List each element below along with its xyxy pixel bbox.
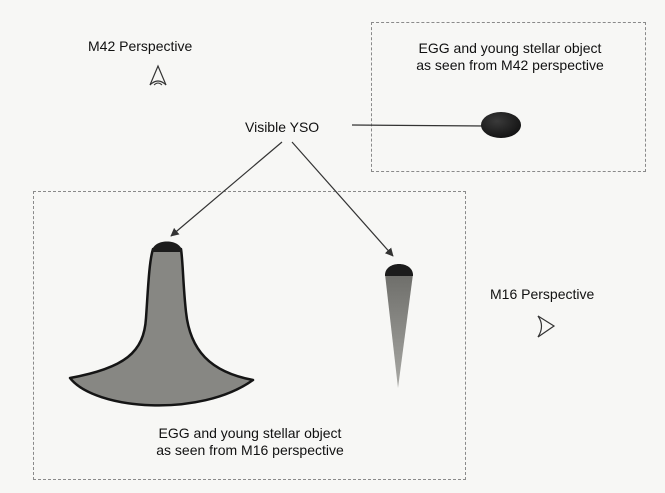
arrow-to-egg-small: [291, 141, 394, 257]
egg-cone-small: [385, 274, 413, 388]
m16-box-caption-line1: EGG and young stellar object: [158, 425, 342, 441]
egg-column-large: [68, 247, 255, 407]
m16-view-box: [33, 191, 466, 480]
yso-blob-m42-view: [481, 112, 521, 138]
m16-box-caption: EGG and young stellar object as seen fro…: [100, 425, 400, 459]
m16-perspective-label: M16 Perspective: [490, 286, 595, 302]
m42-perspective-label: M42 Perspective: [88, 38, 193, 54]
yso-cap-large: [152, 241, 182, 252]
m42-box-caption-line1: EGG and young stellar object: [418, 40, 602, 56]
yso-cap-small: [384, 264, 414, 276]
m16-box-caption-line2: as seen from M16 perspective: [156, 442, 344, 458]
m42-box-caption: EGG and young stellar object as seen fro…: [380, 40, 640, 74]
visible-yso-label: Visible YSO: [245, 119, 320, 135]
yso-pointer-line: [351, 124, 487, 127]
arrow-to-egg-large: [170, 141, 283, 237]
m16-eye-icon: [537, 315, 556, 338]
m42-box-caption-line2: as seen from M42 perspective: [416, 57, 604, 73]
m42-view-box: [371, 22, 646, 172]
m42-eye-icon: [149, 64, 167, 86]
